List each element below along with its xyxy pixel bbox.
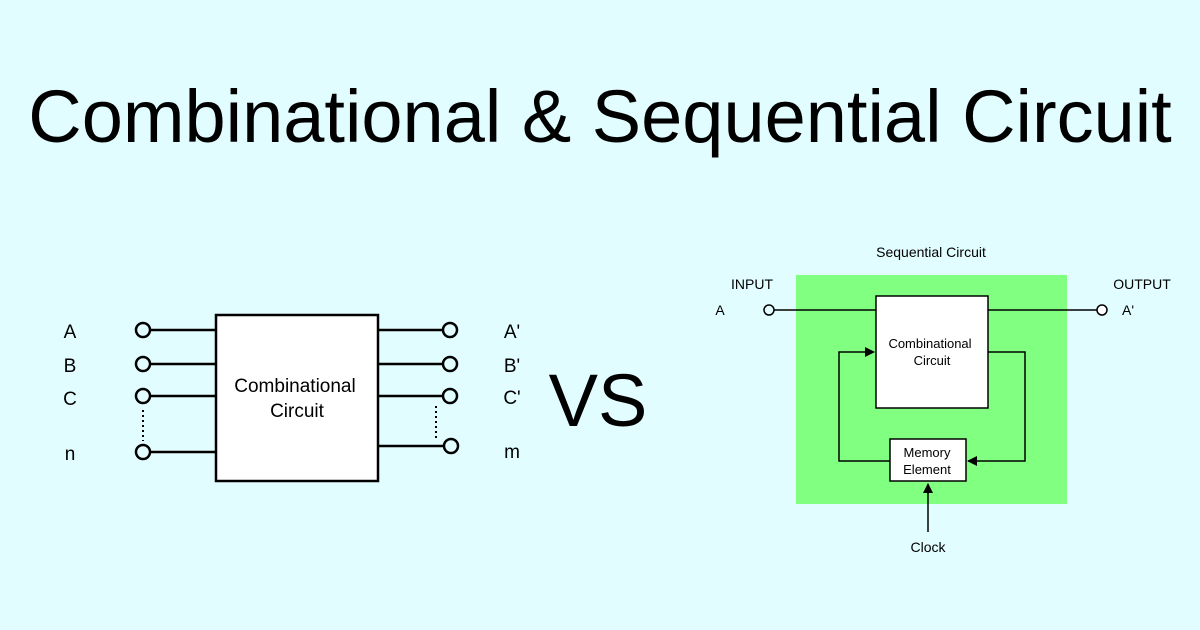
seq-combinational-block <box>875 295 989 409</box>
feedback-wire-to-combinational <box>838 347 890 462</box>
output-label-m: m <box>504 442 520 463</box>
output-terminal-c <box>441 387 459 405</box>
sequential-diagram: Sequential Circuit INPUT OUTPUT A A' Com… <box>715 244 1171 555</box>
input-terminal-c <box>134 387 152 405</box>
feedback-wire-to-memory <box>967 351 1026 466</box>
input-terminal-a <box>134 321 152 339</box>
combinational-block-label-line1: Combinational <box>234 376 355 397</box>
seq-combinational-label-line2: Circuit <box>914 353 951 368</box>
seq-output-terminal <box>1096 304 1108 316</box>
output-terminal-b <box>441 355 459 373</box>
input-terminal-n <box>134 443 152 461</box>
output-terminal-m <box>442 437 460 455</box>
input-caption: INPUT <box>731 276 773 292</box>
input-label-n: n <box>65 444 76 465</box>
input-label-b: B <box>64 356 77 377</box>
input-terminal-b <box>134 355 152 373</box>
memory-element-label-line1: Memory <box>904 445 951 460</box>
page-title: Combinational & Sequential Circuit <box>28 75 1172 158</box>
combinational-diagram: A B C n Combinational Circuit A' B' C <box>63 313 521 483</box>
seq-combinational-label-line1: Combinational <box>888 336 971 351</box>
memory-element-block <box>889 438 967 482</box>
vs-label: VS <box>549 359 648 442</box>
output-signal-label: A' <box>1122 302 1134 318</box>
output-label-b: B' <box>504 356 520 377</box>
input-label-a: A <box>64 322 77 343</box>
input-label-c: C <box>63 389 77 410</box>
output-label-a: A' <box>504 322 520 343</box>
clock-label: Clock <box>910 539 946 555</box>
sequential-title: Sequential Circuit <box>876 244 986 260</box>
combinational-block-label-line2: Circuit <box>270 401 325 422</box>
output-terminal-a <box>441 321 459 339</box>
output-caption: OUTPUT <box>1113 276 1171 292</box>
seq-input-terminal <box>763 304 775 316</box>
output-label-c: C' <box>503 388 520 409</box>
combinational-block <box>214 313 380 483</box>
memory-element-label-line2: Element <box>903 462 951 477</box>
input-signal-label: A <box>715 302 725 318</box>
